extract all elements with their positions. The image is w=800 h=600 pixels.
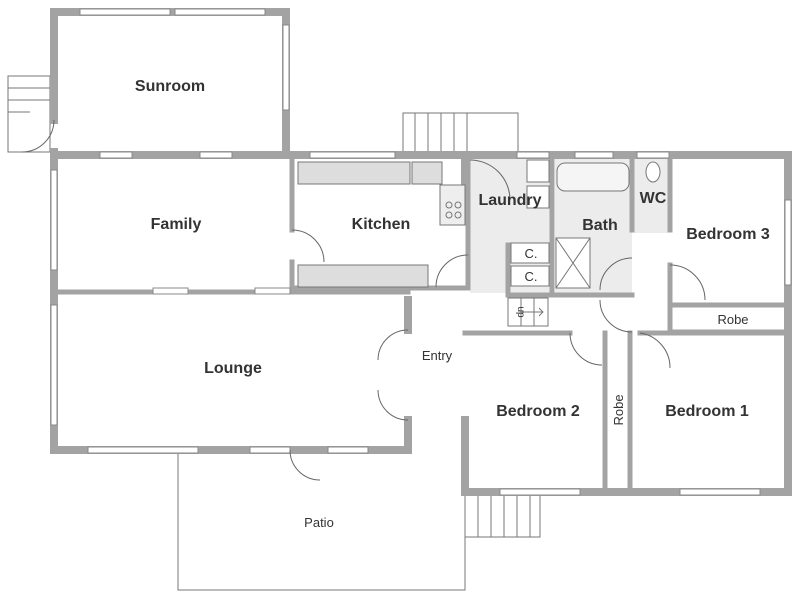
- room-label-bedroom3: Bedroom 3: [686, 226, 770, 243]
- front-stairs: [464, 491, 541, 538]
- side-stairs: [7, 75, 51, 153]
- rear-stairs: [402, 112, 519, 156]
- windows: [50, 8, 792, 496]
- internal-stairs: [507, 297, 549, 327]
- doors: [21, 119, 706, 481]
- stairs-up-label: up: [515, 306, 526, 318]
- fixtures: [297, 159, 661, 289]
- room-label-lounge: Lounge: [204, 360, 262, 377]
- room-label-patio: Patio: [304, 515, 334, 530]
- patio-outline: [177, 450, 466, 591]
- room-label-sunroom: Sunroom: [135, 78, 205, 95]
- room-label-bath: Bath: [582, 217, 618, 234]
- room-label-wc: WC: [640, 190, 667, 207]
- room-label-kitchen: Kitchen: [352, 216, 411, 233]
- room-label-laundry: Laundry: [478, 192, 541, 209]
- room-label-family: Family: [151, 216, 202, 233]
- walls: [50, 8, 792, 496]
- room-label-robe-bedroom3: Robe: [717, 312, 748, 327]
- room-label-cupboard-1: C.: [525, 246, 538, 261]
- room-label-entry: Entry: [422, 348, 453, 363]
- room-label-bedroom2: Bedroom 2: [496, 403, 580, 420]
- room-label-cupboard-2: C.: [525, 269, 538, 284]
- room-label-robe-bedroom1: Robe: [611, 394, 626, 425]
- room-label-bedroom1: Bedroom 1: [665, 403, 749, 420]
